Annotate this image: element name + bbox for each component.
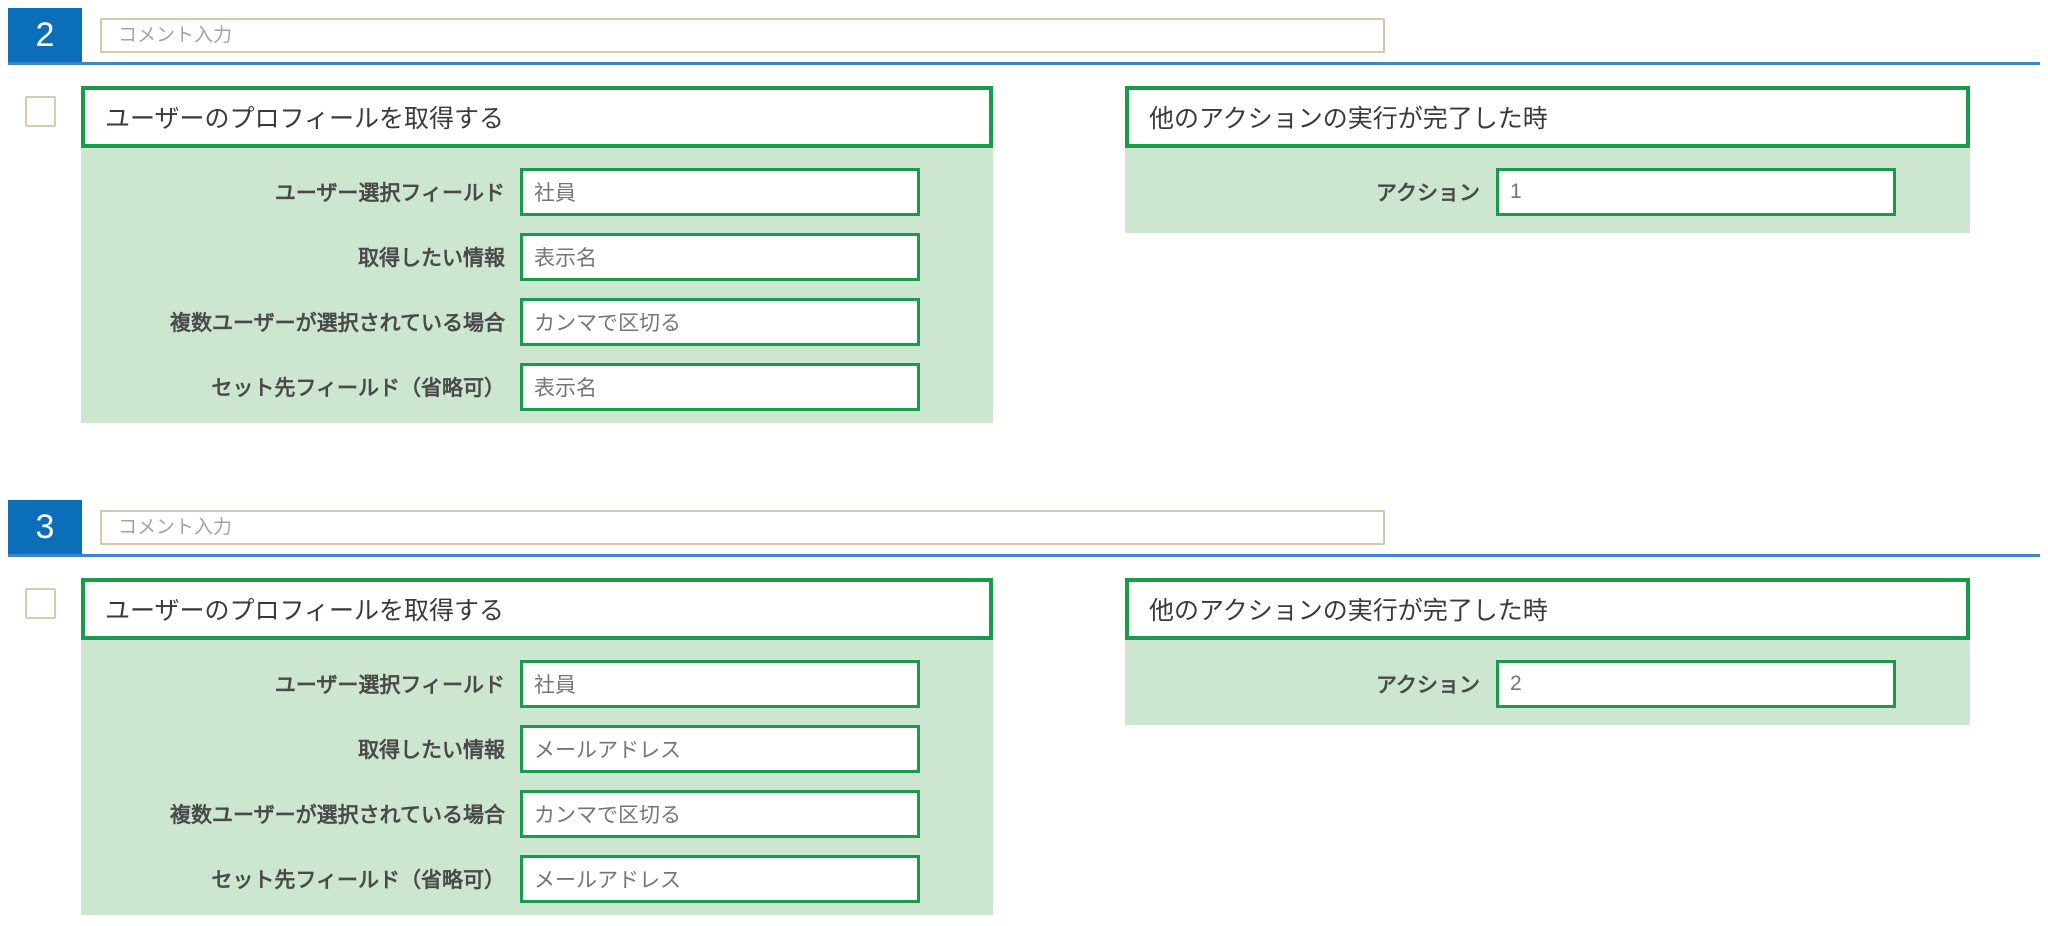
action-panel-body: ユーザー選択フィールド 取得したい情報 複数ユーザーが選択されている場合 セット… bbox=[81, 148, 993, 423]
field-row-info-to-get: 取得したい情報 bbox=[81, 233, 993, 281]
trigger-panel: 他のアクションの実行が完了した時 アクション bbox=[1125, 86, 1970, 233]
comment-input[interactable] bbox=[100, 510, 1385, 545]
trigger-panel-body: アクション bbox=[1125, 148, 1970, 233]
field-label: 取得したい情報 bbox=[358, 247, 505, 270]
step-divider-line bbox=[8, 62, 2040, 65]
field-row-action-number: アクション bbox=[1125, 168, 1970, 216]
action-panel-body: ユーザー選択フィールド 取得したい情報 複数ユーザーが選択されている場合 セット… bbox=[81, 640, 993, 915]
trigger-panel-header[interactable]: 他のアクションの実行が完了した時 bbox=[1125, 578, 1970, 640]
comment-input[interactable] bbox=[100, 18, 1385, 53]
info-to-get-input[interactable] bbox=[520, 725, 920, 773]
trigger-panel-body: アクション bbox=[1125, 640, 1970, 725]
action-number-input[interactable] bbox=[1496, 168, 1896, 216]
user-select-field-input[interactable] bbox=[520, 660, 920, 708]
field-label: アクション bbox=[1376, 182, 1480, 205]
field-row-multi-user: 複数ユーザーが選択されている場合 bbox=[81, 298, 993, 346]
field-label: セット先フィールド（省略可） bbox=[211, 869, 505, 892]
field-label: ユーザー選択フィールド bbox=[274, 182, 505, 205]
trigger-panel: 他のアクションの実行が完了した時 アクション bbox=[1125, 578, 1970, 725]
field-label: アクション bbox=[1376, 674, 1480, 697]
step-row-2: 2 ユーザーのプロフィールを取得する ユーザー選択フィールド 取得したい情報 複… bbox=[0, 0, 2048, 434]
trigger-panel-header[interactable]: 他のアクションの実行が完了した時 bbox=[1125, 86, 1970, 148]
step-number-badge: 3 bbox=[8, 500, 82, 554]
action-panel: ユーザーのプロフィールを取得する ユーザー選択フィールド 取得したい情報 複数ユ… bbox=[81, 578, 993, 915]
step-row-3: 3 ユーザーのプロフィールを取得する ユーザー選択フィールド 取得したい情報 複… bbox=[0, 492, 2048, 926]
field-row-user-select: ユーザー選択フィールド bbox=[81, 660, 993, 708]
step-divider-line bbox=[8, 554, 2040, 557]
action-panel: ユーザーのプロフィールを取得する ユーザー選択フィールド 取得したい情報 複数ユ… bbox=[81, 86, 993, 423]
field-row-info-to-get: 取得したい情報 bbox=[81, 725, 993, 773]
action-panel-header[interactable]: ユーザーのプロフィールを取得する bbox=[81, 86, 993, 148]
field-row-target-field: セット先フィールド（省略可） bbox=[81, 363, 993, 411]
action-number-input[interactable] bbox=[1496, 660, 1896, 708]
step-number-badge: 2 bbox=[8, 8, 82, 62]
action-panel-header[interactable]: ユーザーのプロフィールを取得する bbox=[81, 578, 993, 640]
multi-user-handling-input[interactable] bbox=[520, 790, 920, 838]
field-row-user-select: ユーザー選択フィールド bbox=[81, 168, 993, 216]
info-to-get-input[interactable] bbox=[520, 233, 920, 281]
field-label: 複数ユーザーが選択されている場合 bbox=[170, 312, 505, 335]
field-label: 複数ユーザーが選択されている場合 bbox=[170, 804, 505, 827]
step-select-checkbox[interactable] bbox=[25, 96, 56, 127]
field-row-multi-user: 複数ユーザーが選択されている場合 bbox=[81, 790, 993, 838]
user-select-field-input[interactable] bbox=[520, 168, 920, 216]
field-label: 取得したい情報 bbox=[358, 739, 505, 762]
field-row-target-field: セット先フィールド（省略可） bbox=[81, 855, 993, 903]
field-label: セット先フィールド（省略可） bbox=[211, 377, 505, 400]
target-field-input[interactable] bbox=[520, 363, 920, 411]
step-select-checkbox[interactable] bbox=[25, 588, 56, 619]
field-label: ユーザー選択フィールド bbox=[274, 674, 505, 697]
field-row-action-number: アクション bbox=[1125, 660, 1970, 708]
multi-user-handling-input[interactable] bbox=[520, 298, 920, 346]
target-field-input[interactable] bbox=[520, 855, 920, 903]
